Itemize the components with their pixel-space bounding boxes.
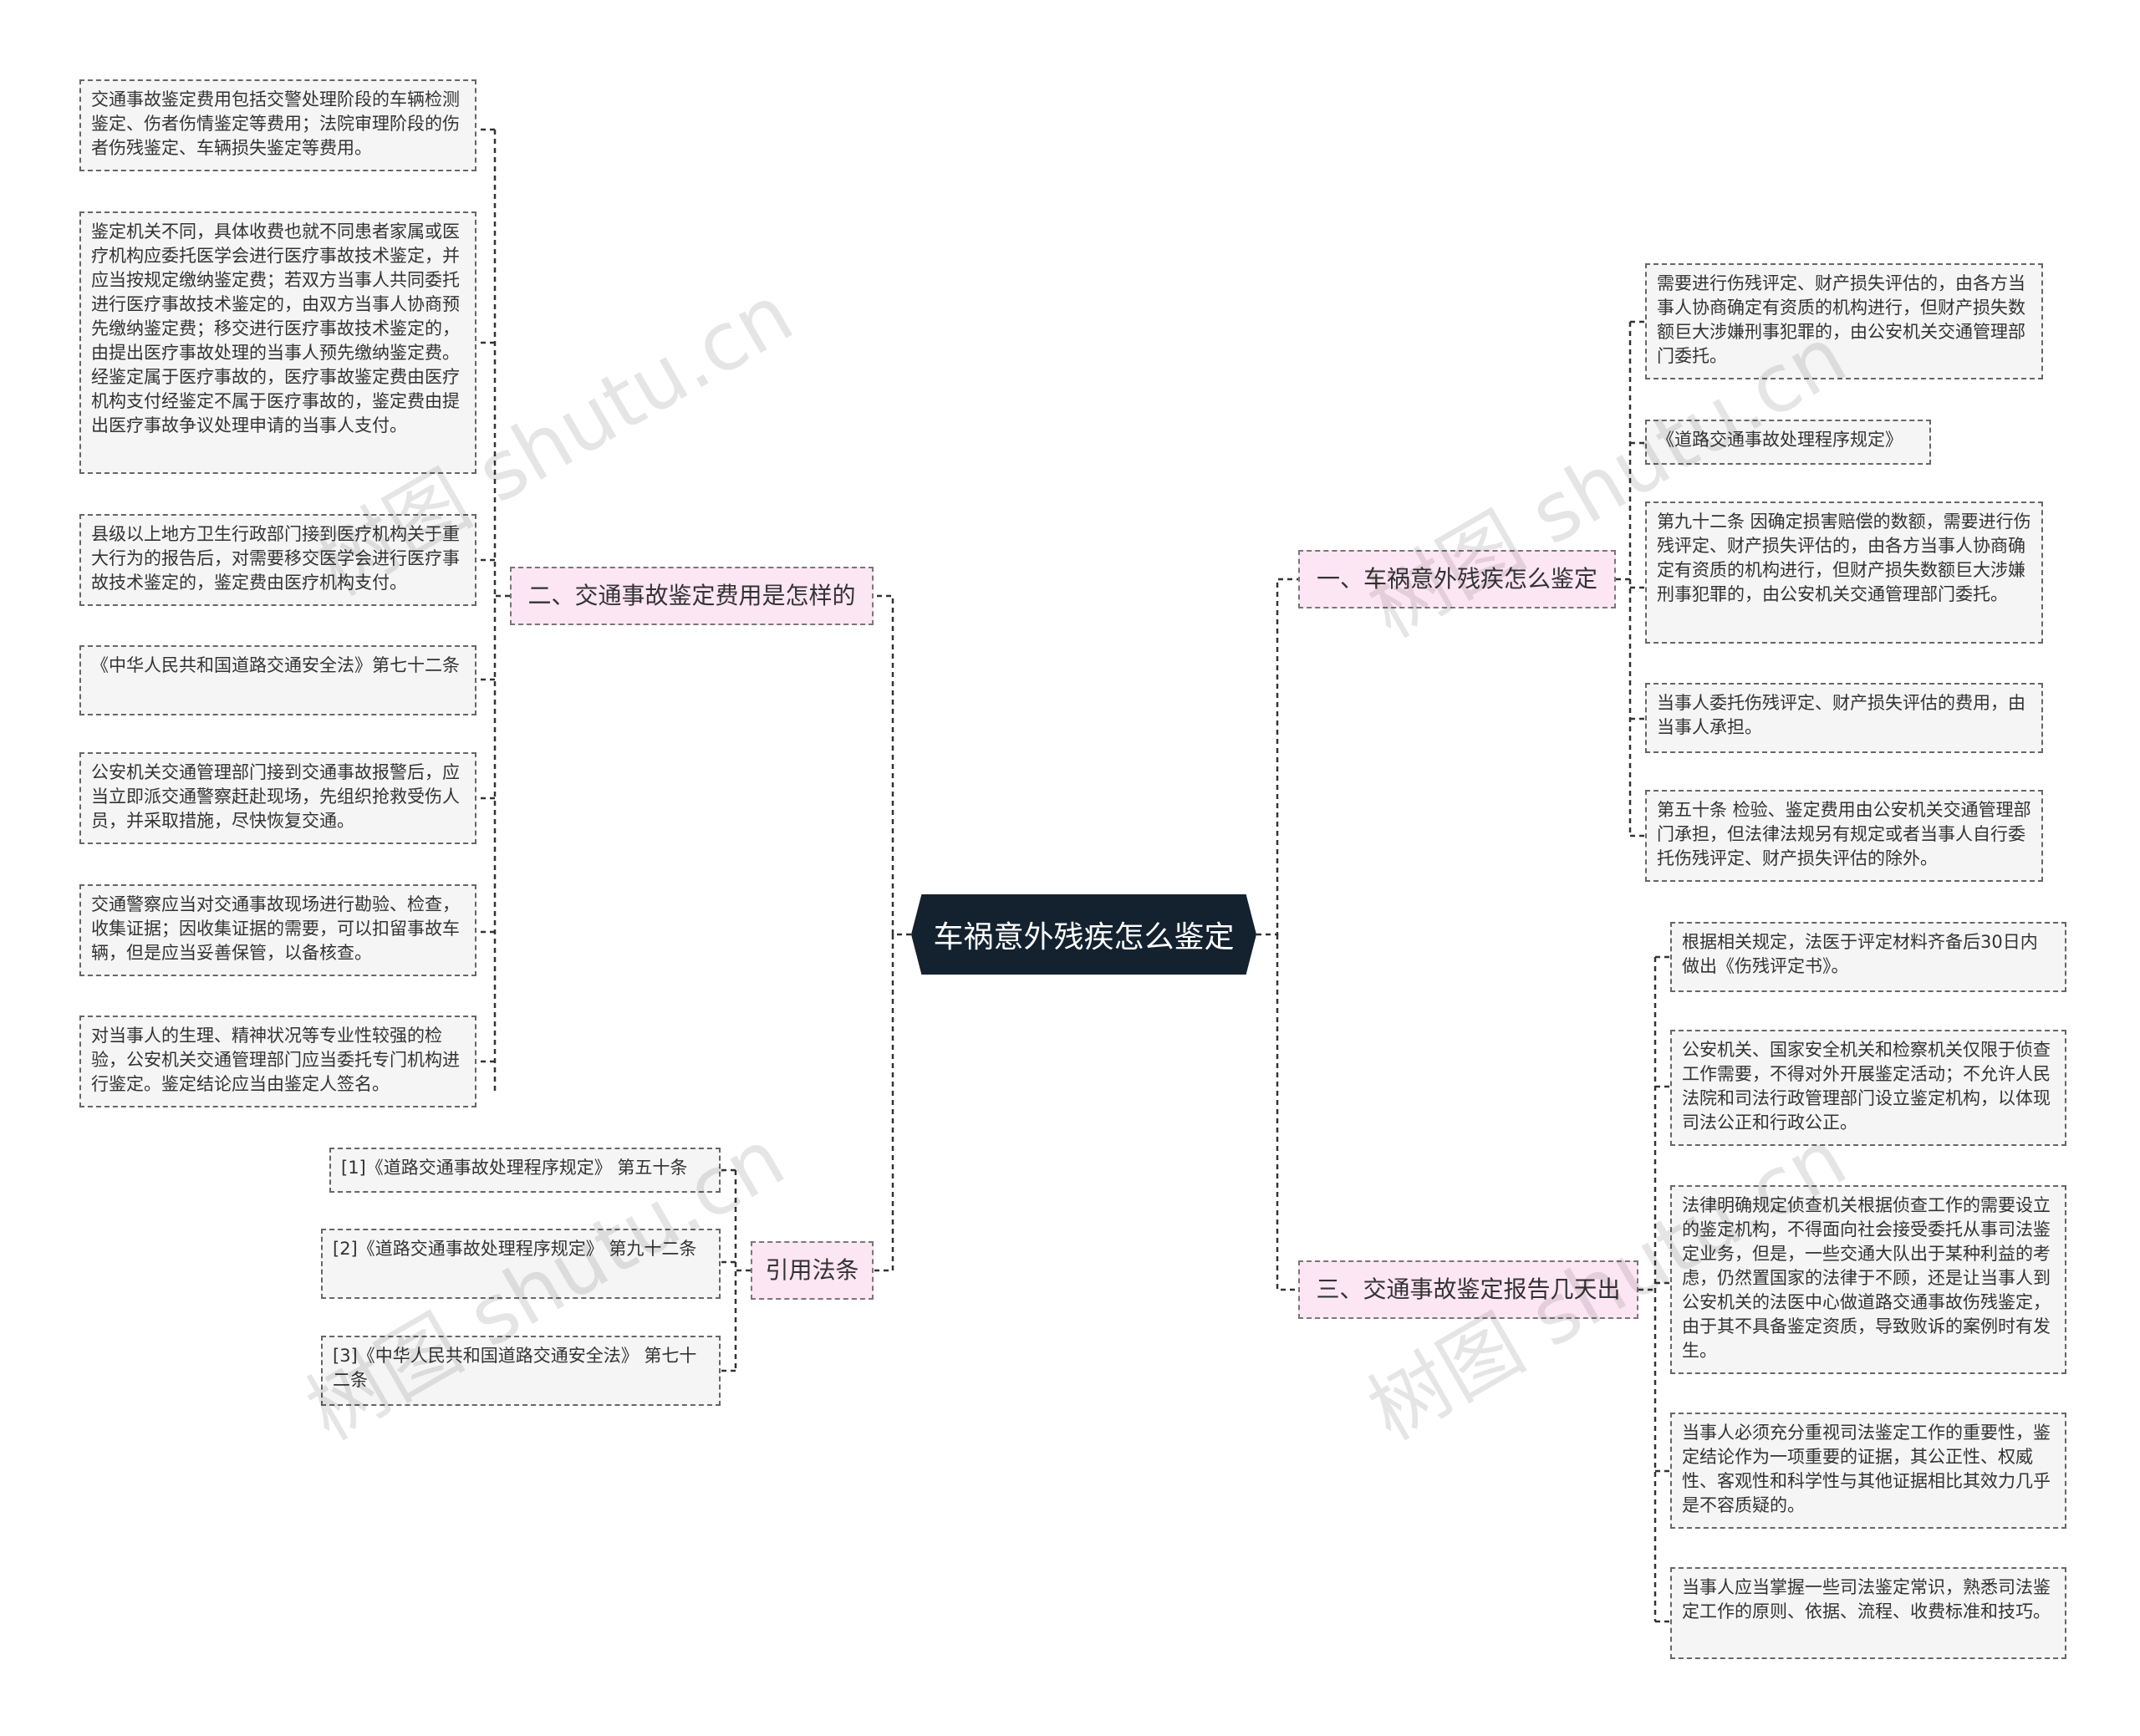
b2-leaf-7[interactable]: 对当事人的生理、精神状况等专业性较强的检验，公安机关交通管理部门应当委托专门机构… <box>79 1016 476 1107</box>
b4-leaf-2-text: [2]《道路交通事故处理程序规定》 第九十二条 <box>333 1239 697 1259</box>
b3-leaf-3-text: 法律明确规定侦查机关根据侦查工作的需要设立的鉴定机构，不得面向社会接受委托从事司… <box>1682 1195 2051 1361</box>
b2-leaf-4[interactable]: 《中华人民共和国道路交通安全法》第七十二条 <box>79 645 476 715</box>
b1-leaf-2-text: 《道路交通事故处理程序规定》 <box>1657 430 1903 450</box>
branch-2[interactable]: 二、交通事故鉴定费用是怎样的 <box>510 567 874 625</box>
branch-1-label: 一、车祸意外残疾怎么鉴定 <box>1316 565 1597 593</box>
b2-leaf-7-text: 对当事人的生理、精神状况等专业性较强的检验，公安机关交通管理部门应当委托专门机构… <box>91 1026 460 1094</box>
b2-leaf-3-text: 县级以上地方卫生行政部门接到医疗机构关于重大行为的报告后，对需要移交医学会进行医… <box>91 524 460 593</box>
branch-2-label: 二、交通事故鉴定费用是怎样的 <box>527 582 856 609</box>
b3-leaf-5[interactable]: 当事人应当掌握一些司法鉴定常识，熟悉司法鉴定工作的原则、依据、流程、收费标准和技… <box>1670 1567 2066 1659</box>
b1-leaf-1[interactable]: 需要进行伤残评定、财产损失评估的，由各方当事人协商确定有资质的机构进行，但财产损… <box>1645 263 2043 379</box>
b3-leaf-2-text: 公安机关、国家安全机关和检察机关仅限于侦查工作需要，不得对外开展鉴定活动；不允许… <box>1682 1040 2051 1133</box>
b3-leaf-3[interactable]: 法律明确规定侦查机关根据侦查工作的需要设立的鉴定机构，不得面向社会接受委托从事司… <box>1670 1185 2066 1374</box>
b4-leaf-2[interactable]: [2]《道路交通事故处理程序规定》 第九十二条 <box>321 1229 721 1299</box>
b1-leaf-1-text: 需要进行伤残评定、财产损失评估的，由各方当事人协商确定有资质的机构进行，但财产损… <box>1657 273 2025 366</box>
branch-3[interactable]: 三、交通事故鉴定报告几天出 <box>1298 1260 1638 1319</box>
b2-leaf-1-text: 交通事故鉴定费用包括交警处理阶段的车辆检测鉴定、伤者伤情鉴定等费用；法院审理阶段… <box>91 89 460 158</box>
b2-leaf-1[interactable]: 交通事故鉴定费用包括交警处理阶段的车辆检测鉴定、伤者伤情鉴定等费用；法院审理阶段… <box>79 79 476 171</box>
b2-leaf-5-text: 公安机关交通管理部门接到交通事故报警后，应当立即派交通警察赶赴现场，先组织抢救受… <box>91 762 460 831</box>
b2-leaf-5[interactable]: 公安机关交通管理部门接到交通事故报警后，应当立即派交通警察赶赴现场，先组织抢救受… <box>79 752 476 844</box>
b3-leaf-4[interactable]: 当事人必须充分重视司法鉴定工作的重要性，鉴定结论作为一项重要的证据，其公正性、权… <box>1670 1413 2066 1529</box>
b3-leaf-5-text: 当事人应当掌握一些司法鉴定常识，熟悉司法鉴定工作的原则、依据、流程、收费标准和技… <box>1682 1577 2051 1621</box>
b3-leaf-1-text: 根据相关规定，法医于评定材料齐备后30日内做出《伤残评定书》。 <box>1682 932 2038 976</box>
branch-3-label: 三、交通事故鉴定报告几天出 <box>1316 1275 1621 1303</box>
b1-leaf-4[interactable]: 当事人委托伤残评定、财产损失评估的费用，由当事人承担。 <box>1645 683 2043 753</box>
b1-leaf-5[interactable]: 第五十条 检验、鉴定费用由公安机关交通管理部门承担，但法律法规另有规定或者当事人… <box>1645 790 2043 882</box>
b3-leaf-1[interactable]: 根据相关规定，法医于评定材料齐备后30日内做出《伤残评定书》。 <box>1670 922 2066 992</box>
root-topic-label: 车祸意外残疾怎么鉴定 <box>933 920 1235 955</box>
branch-1[interactable]: 一、车祸意外残疾怎么鉴定 <box>1298 550 1616 608</box>
b2-leaf-4-text: 《中华人民共和国道路交通安全法》第七十二条 <box>91 655 460 675</box>
b2-leaf-3[interactable]: 县级以上地方卫生行政部门接到医疗机构关于重大行为的报告后，对需要移交医学会进行医… <box>79 514 476 606</box>
b2-leaf-6[interactable]: 交通警察应当对交通事故现场进行勘验、检查，收集证据；因收集证据的需要，可以扣留事… <box>79 884 476 976</box>
b1-leaf-3-text: 第九十二条 因确定损害赔偿的数额，需要进行伤残评定、财产损失评估的，由各方当事人… <box>1657 512 2031 604</box>
root-topic[interactable]: 车祸意外残疾怎么鉴定 <box>911 894 1256 975</box>
b3-leaf-4-text: 当事人必须充分重视司法鉴定工作的重要性，鉴定结论作为一项重要的证据，其公正性、权… <box>1682 1423 2051 1515</box>
b3-leaf-2[interactable]: 公安机关、国家安全机关和检察机关仅限于侦查工作需要，不得对外开展鉴定活动；不允许… <box>1670 1030 2066 1146</box>
b1-leaf-5-text: 第五十条 检验、鉴定费用由公安机关交通管理部门承担，但法律法规另有规定或者当事人… <box>1657 800 2031 868</box>
b4-leaf-1-text: [1]《道路交通事故处理程序规定》 第五十条 <box>341 1158 688 1178</box>
b2-leaf-6-text: 交通警察应当对交通事故现场进行勘验、检查，收集证据；因收集证据的需要，可以扣留事… <box>91 894 460 963</box>
b4-leaf-1[interactable]: [1]《道路交通事故处理程序规定》 第五十条 <box>329 1148 721 1193</box>
b2-leaf-2-text: 鉴定机关不同，具体收费也就不同患者家属或医疗机构应委托医学会进行医疗事故技术鉴定… <box>91 221 460 435</box>
b1-leaf-4-text: 当事人委托伤残评定、财产损失评估的费用，由当事人承担。 <box>1657 693 2025 737</box>
branch-4-label: 引用法条 <box>765 1256 859 1284</box>
b4-leaf-3-text: [3]《中华人民共和国道路交通安全法》 第七十二条 <box>333 1346 697 1390</box>
b1-leaf-3[interactable]: 第九十二条 因确定损害赔偿的数额，需要进行伤残评定、财产损失评估的，由各方当事人… <box>1645 501 2043 644</box>
branch-4[interactable]: 引用法条 <box>751 1241 874 1300</box>
b1-leaf-2[interactable]: 《道路交通事故处理程序规定》 <box>1645 420 1931 465</box>
b2-leaf-2[interactable]: 鉴定机关不同，具体收费也就不同患者家属或医疗机构应委托医学会进行医疗事故技术鉴定… <box>79 211 476 474</box>
b4-leaf-3[interactable]: [3]《中华人民共和国道路交通安全法》 第七十二条 <box>321 1336 721 1406</box>
